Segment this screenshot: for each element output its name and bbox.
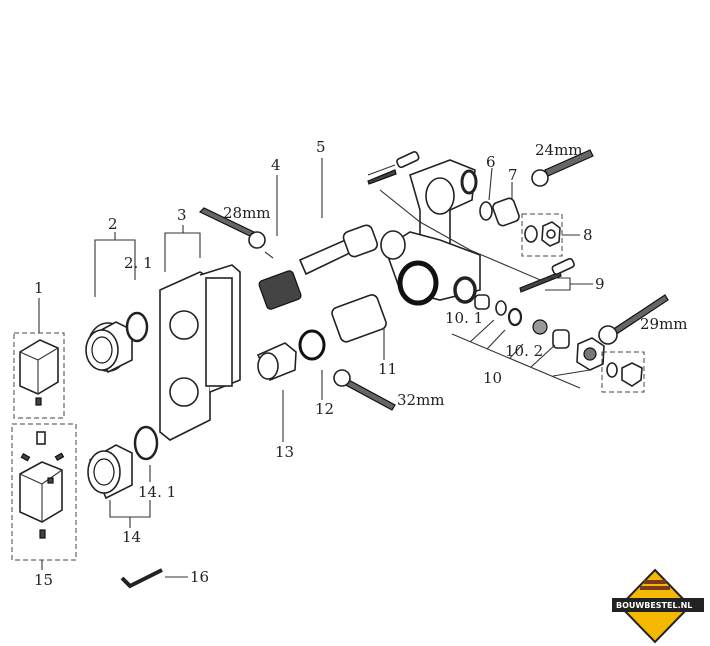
part-1-knob: [13, 298, 65, 419]
label-part-9: 9: [595, 275, 605, 293]
wrench-size-29mm: 29mm: [640, 315, 688, 333]
label-part-2: 2: [108, 215, 118, 233]
label-part-5: 5: [316, 138, 326, 156]
valve-body: [367, 151, 593, 306]
label-part-10: 10: [483, 369, 502, 387]
label-part-1: 1: [34, 279, 44, 297]
logo-text: BOUWBESTEL.NL: [616, 601, 692, 610]
part-3-cover-plate: [159, 225, 241, 441]
label-part-14-1: 14. 1: [138, 483, 176, 501]
part-15-knob: [11, 423, 77, 570]
label-part-3: 3: [177, 206, 187, 224]
part-5-spindle: [298, 158, 378, 276]
label-part-4: 4: [271, 156, 281, 174]
part-10-assembly: [451, 294, 669, 393]
wrench-size-32mm: 32mm: [397, 391, 445, 409]
part-2-sleeve: [85, 232, 149, 374]
label-part-2-1: 2. 1: [124, 254, 153, 272]
parts-6-7-8: [479, 149, 594, 257]
label-part-11: 11: [378, 360, 397, 378]
wrench-size-24mm: 24mm: [535, 141, 583, 159]
part-4-cartridge: [198, 175, 302, 310]
wrench-size-28mm: 28mm: [223, 204, 271, 222]
label-part-8: 8: [583, 226, 593, 244]
parts-11-12-13: [256, 294, 396, 442]
label-part-13: 13: [275, 443, 294, 461]
label-part-15: 15: [34, 571, 53, 589]
label-part-7: 7: [508, 166, 518, 184]
part-16-hex-key: [120, 568, 188, 589]
label-part-10-2: 10. 2: [505, 342, 543, 360]
label-part-12: 12: [315, 400, 334, 418]
label-part-10-1: 10. 1: [445, 309, 483, 327]
label-part-16: 16: [190, 568, 209, 586]
part-14-sleeve: [87, 425, 159, 528]
bouwbestel-logo: BOUWBESTEL.NL: [612, 568, 704, 644]
label-part-14: 14: [122, 528, 141, 546]
label-part-6: 6: [486, 153, 496, 171]
